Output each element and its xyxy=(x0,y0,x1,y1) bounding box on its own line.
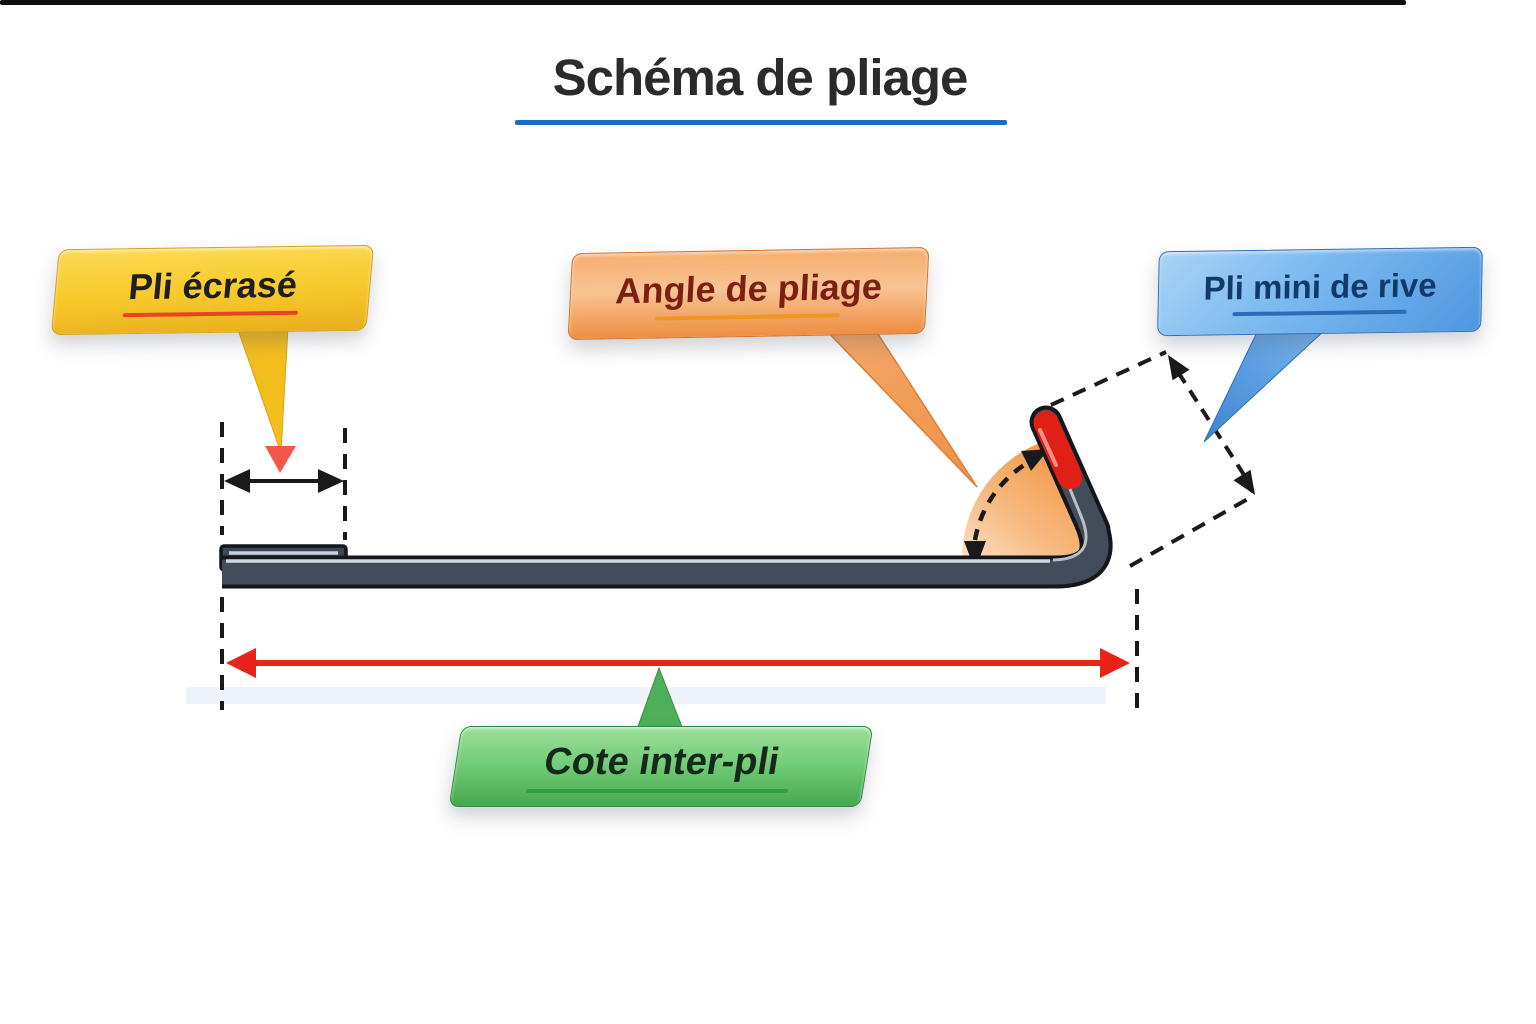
hem-extension-lines xyxy=(220,422,347,710)
top-border-bar xyxy=(0,0,1406,5)
reflection-band xyxy=(186,687,1106,704)
bend-highlight xyxy=(1052,488,1088,562)
metal-profile xyxy=(219,405,1113,589)
orange-callout-tail xyxy=(821,326,978,488)
edge-fold-dimension xyxy=(1050,350,1255,568)
hem-width-arrow xyxy=(224,469,344,493)
edge-fold-red-segment xyxy=(1033,410,1083,490)
yellow-callout-tail xyxy=(235,323,289,454)
inter-fold-arrow xyxy=(226,648,1130,678)
red-pointer-tip xyxy=(265,446,296,473)
callout-tails xyxy=(235,323,1328,733)
blue-callout-tail xyxy=(1203,325,1328,443)
